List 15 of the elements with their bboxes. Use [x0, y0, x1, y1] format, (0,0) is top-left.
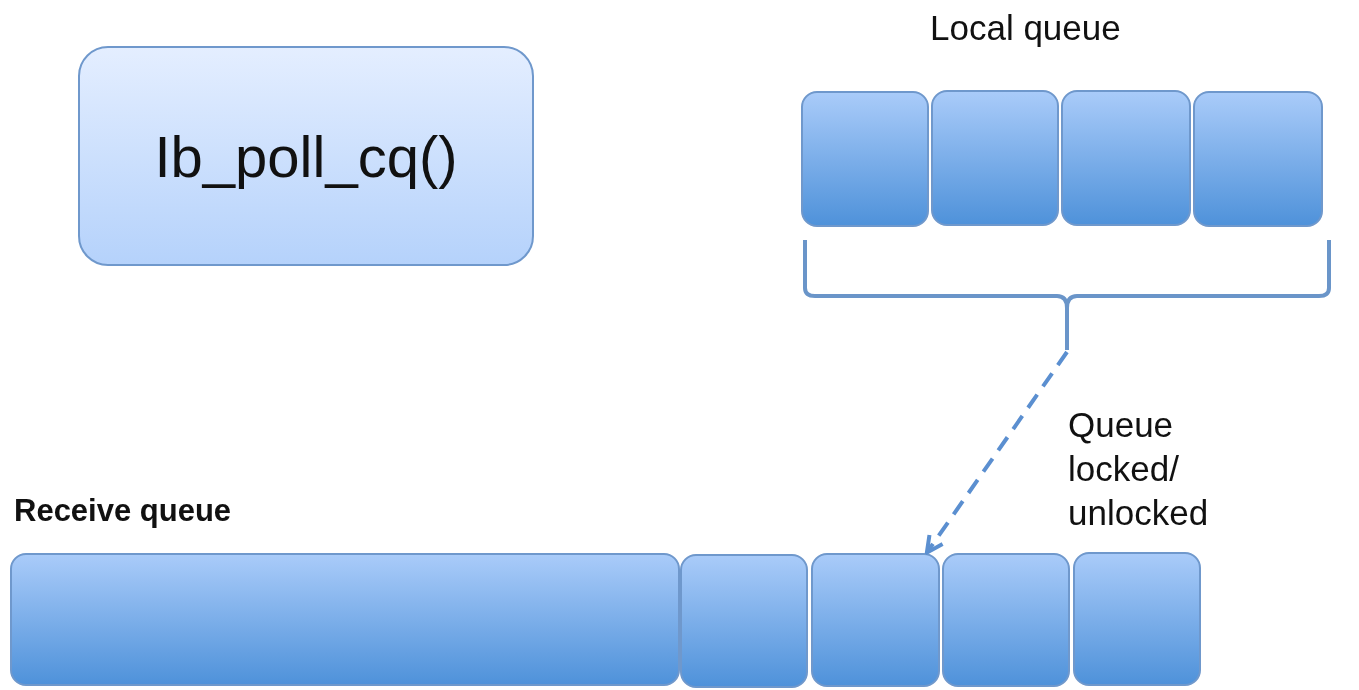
function-name: Ib_poll_cq()	[154, 122, 458, 190]
queue-slot	[1061, 90, 1191, 226]
queue-slot	[1073, 552, 1201, 686]
queue-title: Local queue	[930, 8, 1121, 48]
queue-slot	[1193, 91, 1323, 227]
curly-brace	[803, 238, 1331, 352]
queue-title: Receive queue	[14, 493, 232, 529]
queue-slot	[942, 553, 1070, 687]
dashed-arrow	[924, 350, 1069, 555]
queue-slot	[680, 554, 808, 688]
queue-slot	[10, 553, 680, 686]
queue-slot	[801, 91, 929, 227]
queue-slot	[811, 553, 940, 687]
queue-slot	[931, 90, 1059, 226]
function-box	[78, 46, 534, 266]
